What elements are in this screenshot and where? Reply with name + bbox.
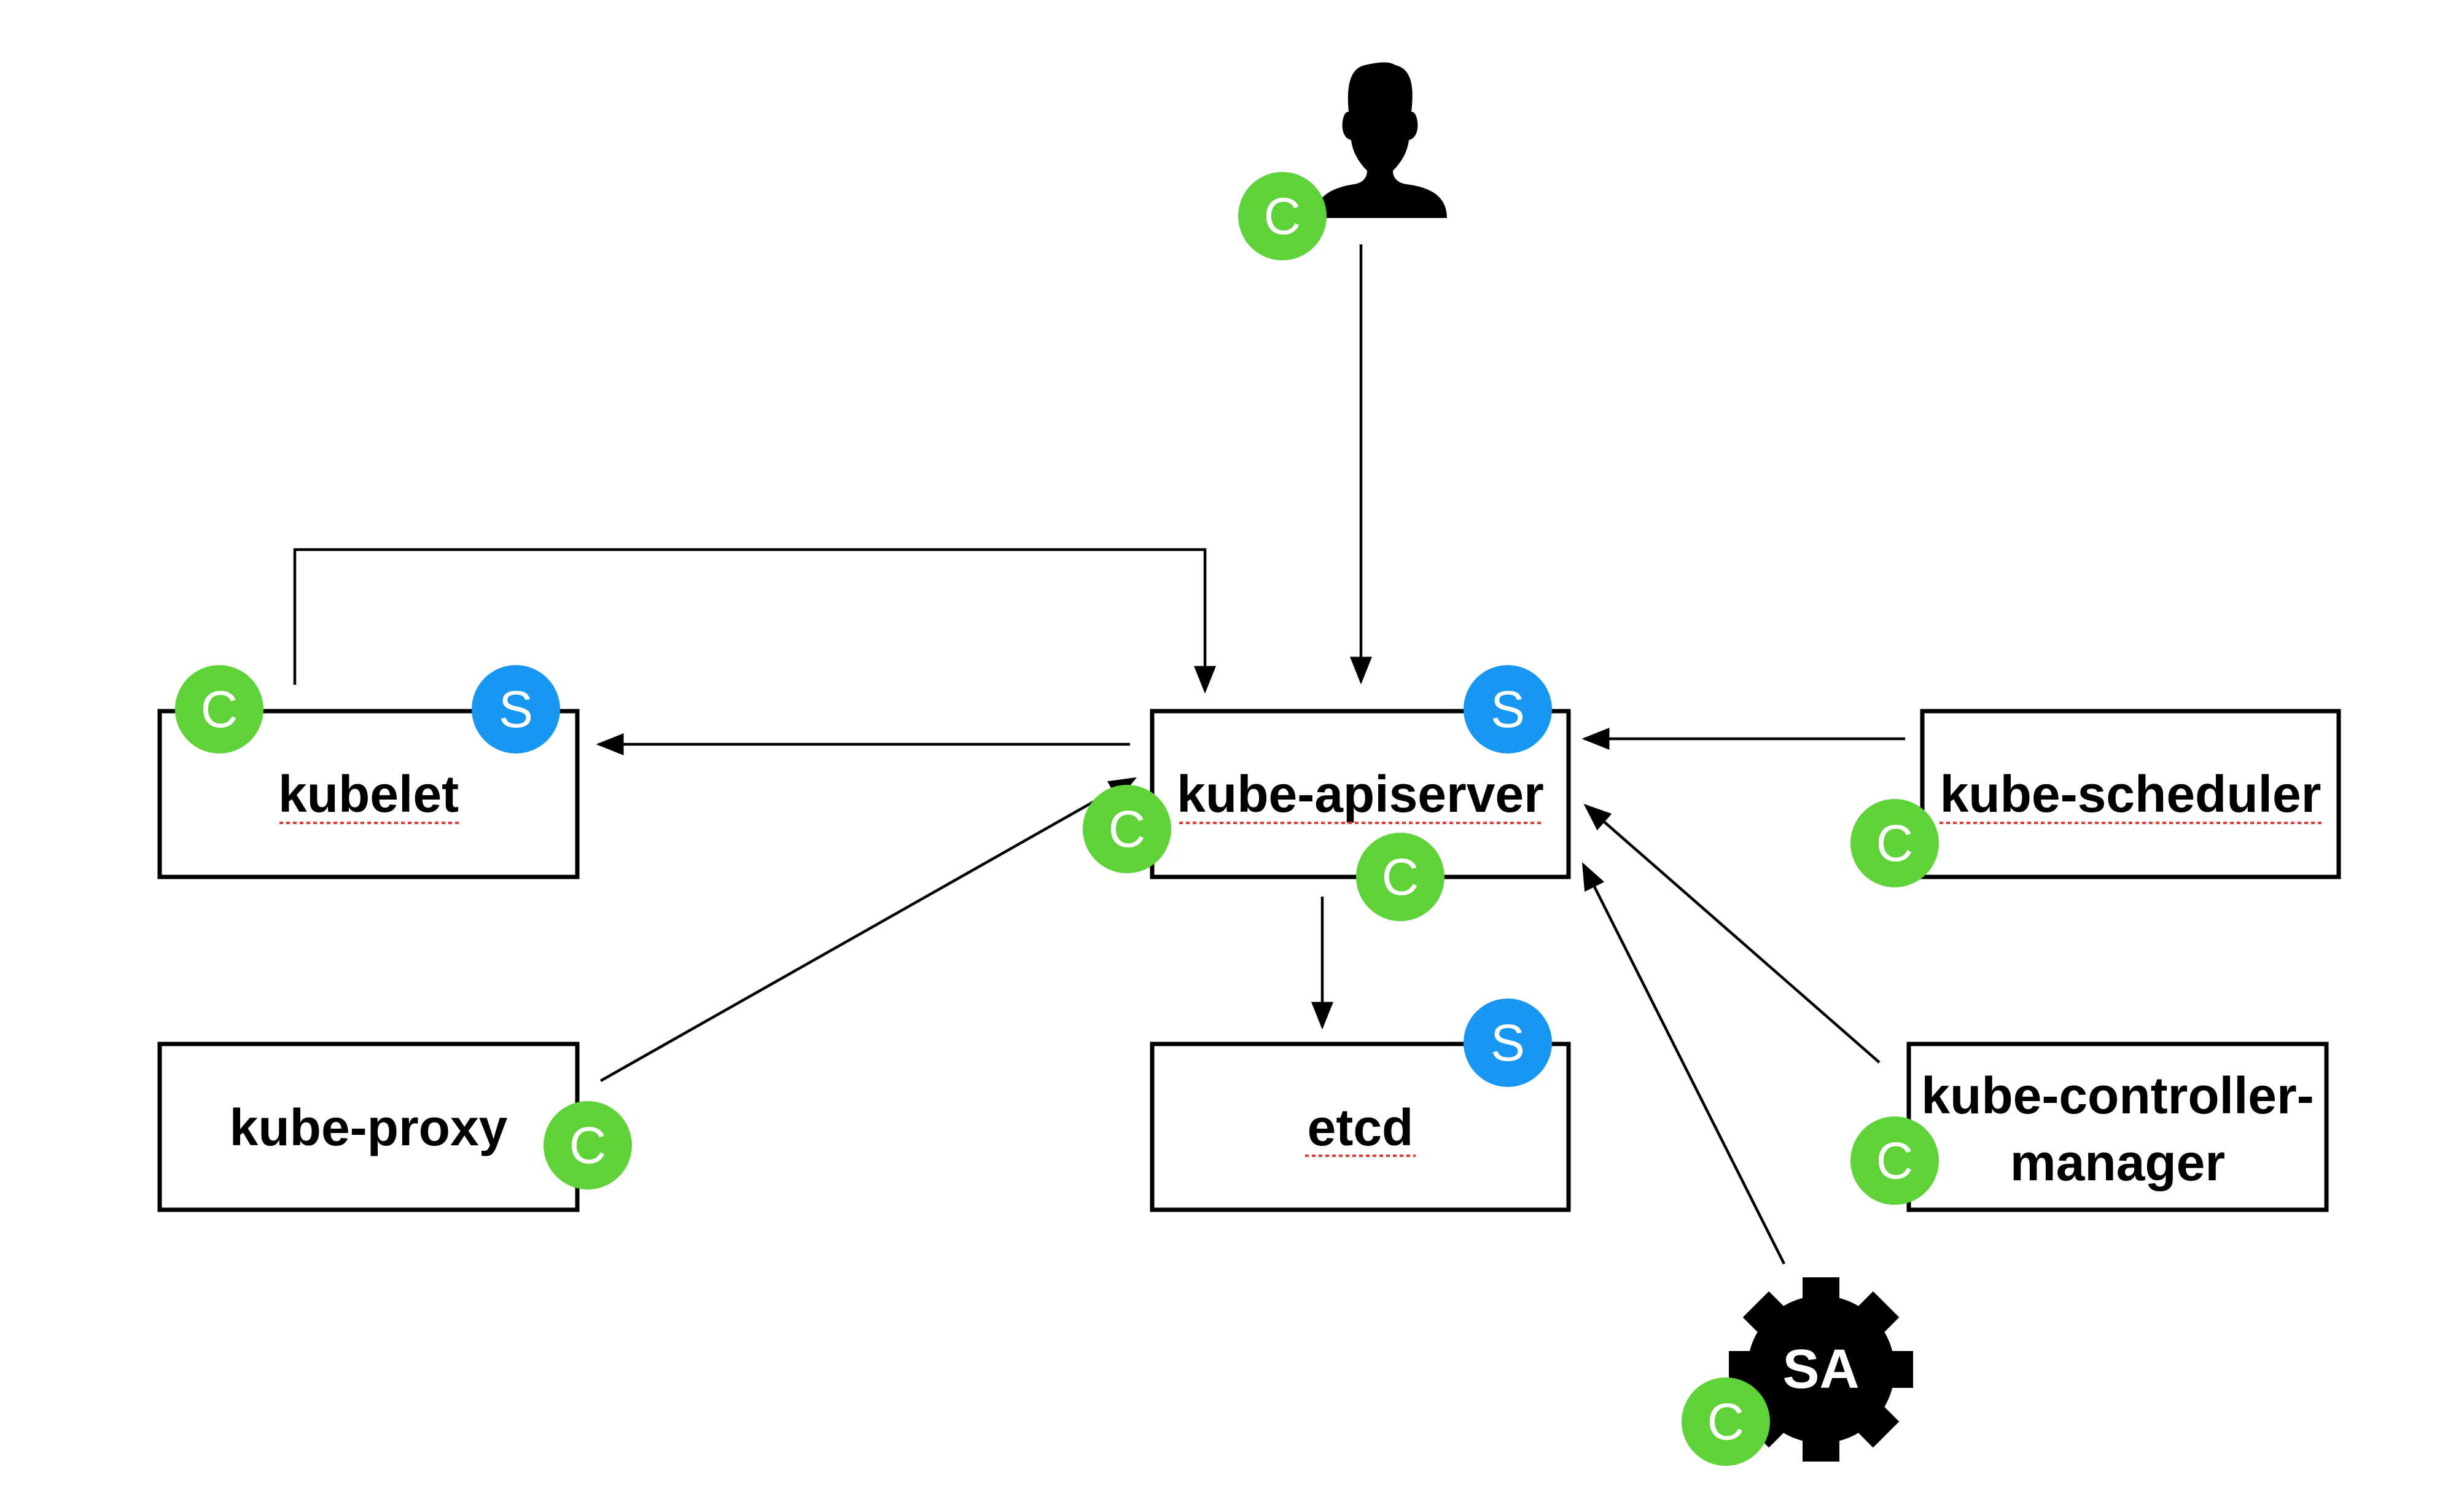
client-badge-letter: C xyxy=(1876,814,1914,872)
apiserver-node: kube-apiserver xyxy=(1150,709,1571,879)
apiserver-client-badge-bottom: C xyxy=(1356,833,1444,921)
client-badge-letter: C xyxy=(1382,848,1419,906)
scheduler-client-badge: C xyxy=(1850,799,1939,887)
kubelet-server-badge: S xyxy=(472,665,560,754)
server-badge-letter: S xyxy=(1491,1014,1525,1072)
controller-manager-label-line1: kube-controller- xyxy=(1921,1067,2314,1124)
scheduler-node: kube-scheduler xyxy=(1920,709,2341,879)
client-badge-circle xyxy=(175,665,263,754)
user-client-badge: C xyxy=(1238,172,1327,260)
server-badge-letter: S xyxy=(499,680,533,738)
service-account-node: SA xyxy=(1729,1277,1913,1462)
controller-manager-label-line2: manager xyxy=(2010,1134,2225,1191)
service-account-label: SA xyxy=(1782,1339,1859,1400)
server-badge-letter: S xyxy=(1491,680,1525,738)
server-badge-circle xyxy=(1464,665,1552,754)
person-silhouette-icon xyxy=(1314,62,1447,218)
proxy-client-badge: C xyxy=(544,1101,632,1190)
client-badge-letter: C xyxy=(1707,1393,1745,1451)
user-node xyxy=(1314,62,1447,218)
service-account-client-badge: C xyxy=(1682,1377,1770,1466)
client-badge-circle xyxy=(1356,833,1444,921)
server-badge-circle xyxy=(472,665,560,754)
proxy-label: kube-proxy xyxy=(230,1099,508,1156)
arrow-service-account-to-apiserver xyxy=(1581,862,1786,1265)
client-badge-letter: C xyxy=(1264,187,1301,245)
client-badge-letter: C xyxy=(569,1116,607,1174)
client-badges: C C C C C C C C xyxy=(175,172,1939,1466)
client-badge-circle xyxy=(1850,1116,1939,1205)
etcd-server-badge: S xyxy=(1464,999,1552,1087)
arrow-kubelet-to-apiserver xyxy=(293,548,1216,694)
client-badge-letter: C xyxy=(1876,1132,1914,1190)
arrow-proxy-to-apiserver xyxy=(599,777,1137,1082)
server-badges: S S S xyxy=(472,665,1552,1087)
client-badge-letter: C xyxy=(1109,800,1146,858)
client-badge-circle xyxy=(1238,172,1327,260)
arrow-controller-manager-to-apiserver xyxy=(1583,804,1881,1064)
client-badge-circle xyxy=(544,1101,632,1190)
kubelet-label: kubelet xyxy=(278,765,459,823)
scheduler-box xyxy=(1920,709,2341,879)
scheduler-label: kube-scheduler xyxy=(1940,765,2322,823)
apiserver-label: kube-apiserver xyxy=(1177,765,1544,823)
apiserver-server-badge: S xyxy=(1464,665,1552,754)
controller-manager-box xyxy=(1906,1042,2329,1212)
proxy-node: kube-proxy xyxy=(157,1042,580,1212)
client-badge-letter: C xyxy=(201,680,238,738)
server-badge-circle xyxy=(1464,999,1552,1087)
connectors xyxy=(293,244,1905,1265)
kubelet-client-badge: C xyxy=(175,665,263,754)
controller-manager-client-badge: C xyxy=(1850,1116,1939,1205)
controller-manager-node: kube-controller- manager xyxy=(1906,1042,2329,1212)
client-badge-circle xyxy=(1083,785,1171,873)
apiserver-client-badge-left: C xyxy=(1083,785,1171,873)
client-badge-circle xyxy=(1850,799,1939,887)
client-badge-circle xyxy=(1682,1377,1770,1466)
etcd-label: etcd xyxy=(1308,1099,1414,1156)
